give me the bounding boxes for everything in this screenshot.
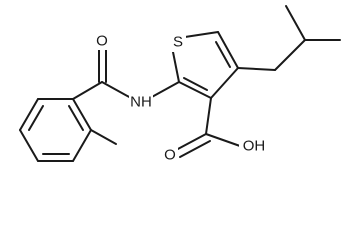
bond-ring-inner-3 <box>68 105 84 131</box>
bond-ring-carbonyl <box>72 81 103 100</box>
bond-ch-ch3a <box>285 5 306 41</box>
bond-ring-inner-1 <box>28 105 44 131</box>
bond-c2-s <box>172 51 180 83</box>
amide-nitrogen-label: NH <box>130 94 152 111</box>
bond-s-c5 <box>184 31 219 38</box>
structure-canvas: S O NH O OH <box>19 5 341 165</box>
sulfur-label: S <box>173 34 183 51</box>
bond-cooh-oh <box>205 133 241 147</box>
carbonyl-oxygen-label: O <box>164 147 176 164</box>
carbonyl-oxygen-mask <box>162 145 178 165</box>
bond-c5-c4-inner <box>215 41 231 68</box>
hydroxyl-label: OH <box>243 138 266 155</box>
bond-c5-c4 <box>217 31 239 69</box>
bond-ring-c6-c1 <box>72 98 92 131</box>
bond-cooh-o-a <box>175 133 207 151</box>
ketone-oxygen-label: O <box>96 33 108 50</box>
bond-carbonyl-n <box>101 81 132 99</box>
ketone-oxygen-mask <box>94 32 110 50</box>
bond-ring-c5-c6 <box>72 129 92 162</box>
bond-c3-c2-inner <box>183 77 208 91</box>
bond-ch2-ch <box>274 39 306 71</box>
bond-c3-c2 <box>178 81 212 99</box>
amide-nitrogen-mask <box>129 92 153 112</box>
bond-n-c2 <box>149 81 180 99</box>
sulfur-mask <box>170 32 186 52</box>
bond-ring-c3-c4 <box>19 129 39 162</box>
bond-methyl <box>90 129 117 145</box>
bond-c4-ch2 <box>237 67 276 71</box>
bond-ring-c2-c3 <box>19 98 39 131</box>
molecule-structure: S O NH O OH <box>19 5 341 165</box>
bond-c4-c3 <box>210 67 239 99</box>
hydroxyl-mask <box>239 136 267 156</box>
bond-cooh-o-b <box>179 140 211 158</box>
bond-c3-cooh <box>205 97 212 135</box>
